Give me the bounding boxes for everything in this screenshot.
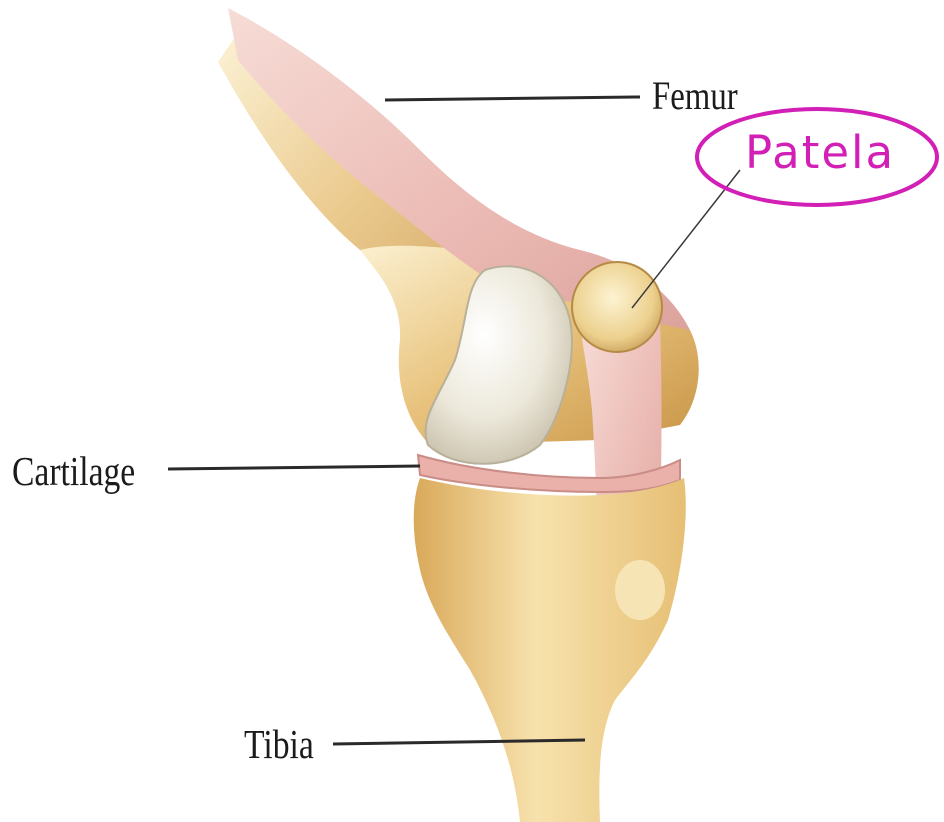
femur-label: Femur (652, 76, 738, 116)
femur-leader-line (385, 97, 640, 100)
patela-leader-line (632, 170, 740, 308)
patella-bone (572, 262, 662, 352)
tibia-label: Tibia (244, 724, 314, 765)
cartilage-leader-line (168, 466, 420, 469)
patela-label: Patela (745, 130, 895, 175)
cartilage-label: Cartilage (12, 451, 135, 492)
tibial-tuberosity (615, 560, 665, 620)
tibia-bone (414, 478, 686, 822)
